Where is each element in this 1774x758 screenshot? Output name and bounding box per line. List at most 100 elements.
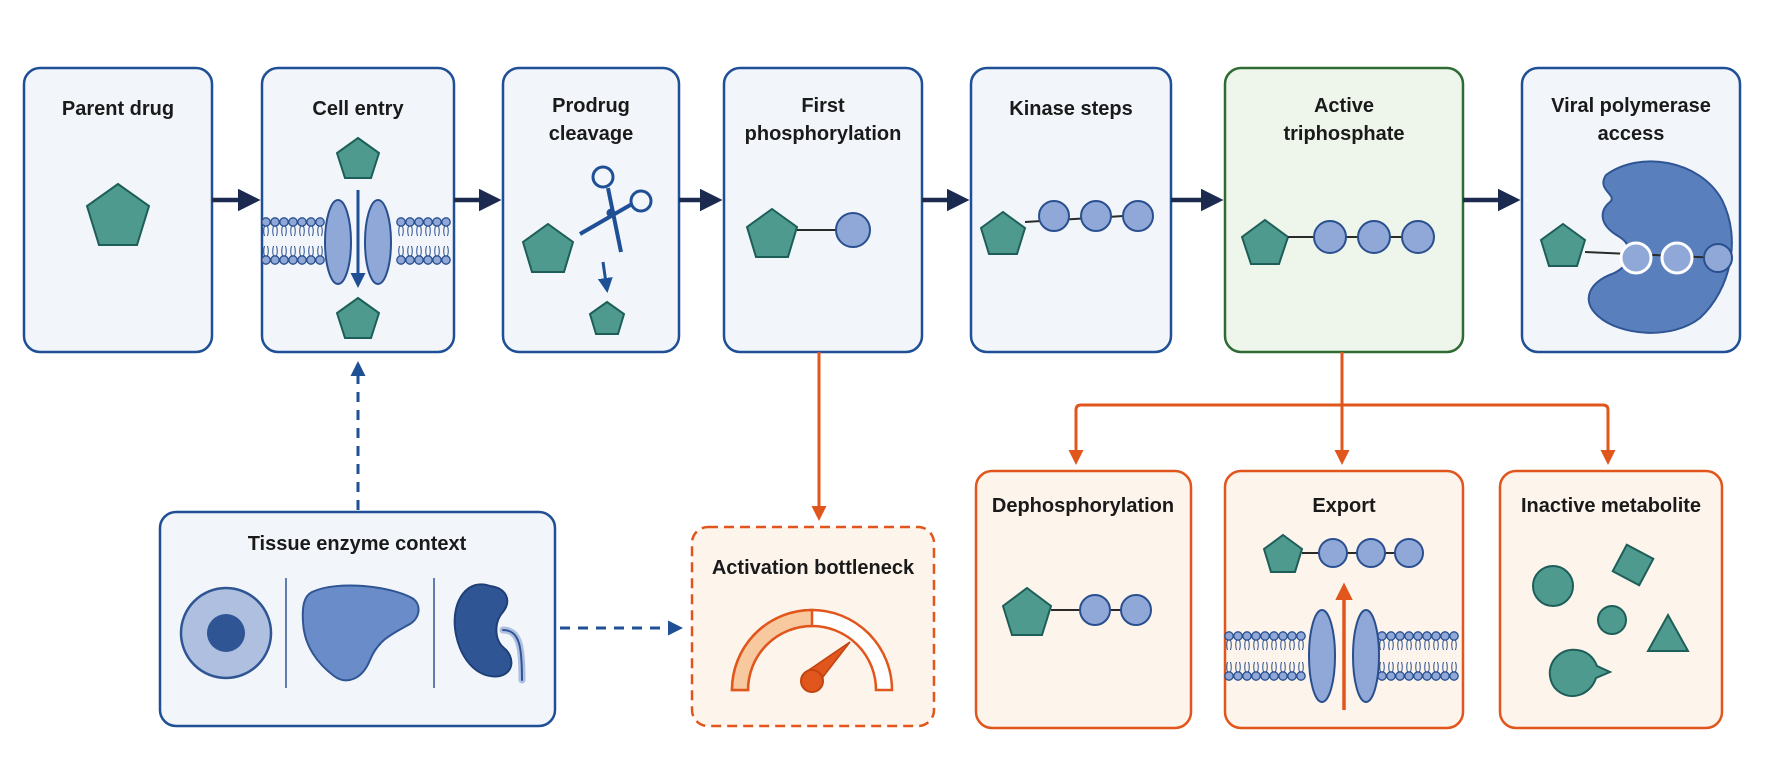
lipid-tail [308, 245, 314, 257]
lipid-tail [1280, 639, 1286, 651]
drug-pentagon-icon [85, 182, 151, 246]
phosphate-bead-icon [1703, 243, 1733, 273]
lipid-tail [1406, 661, 1412, 673]
step-parent-drug: Parent drug [22, 66, 214, 354]
lipid-head [1296, 671, 1306, 681]
lipid-tail [272, 225, 278, 237]
step-prodrug-cleavage: Prodrug cleavage [501, 66, 681, 354]
membrane-bilayer-icon [261, 217, 451, 265]
lipid-tail [1262, 639, 1268, 651]
step-active-triphosphate: Active triphosphate [1223, 66, 1465, 354]
lipid-tail [407, 225, 413, 237]
lipid-tail [1298, 639, 1304, 651]
lipid-tail [1244, 661, 1250, 673]
step-cell-entry: Cell entry [260, 66, 456, 354]
lipid-head [306, 255, 316, 265]
lipid-head [1386, 631, 1396, 641]
lipid-tail [398, 245, 404, 257]
metabolite-circle-icon [1532, 565, 1574, 607]
lipid-head [1278, 631, 1288, 641]
step-label: triphosphate [1283, 123, 1404, 145]
step-label: access [1598, 123, 1665, 145]
lipid-head [432, 255, 442, 265]
lipid-tail [281, 245, 287, 257]
drug-pentagon-icon [745, 207, 799, 258]
lipid-tail [1388, 661, 1394, 673]
fate-dephosphorylation: Dephosphorylation [974, 469, 1193, 730]
lipid-head [1242, 631, 1252, 641]
lipid-tail [416, 225, 422, 237]
bond-line [1584, 251, 1721, 259]
metabolite-small-circle-icon [1597, 605, 1627, 635]
lipid-tail [1280, 661, 1286, 673]
lipid-head [1449, 631, 1459, 641]
lipid-tail [1379, 639, 1385, 651]
lipid-tail [416, 245, 422, 257]
lipid-tail [317, 245, 323, 257]
fate-export: Export [1223, 469, 1465, 730]
lipid-head [396, 217, 406, 227]
membrane-bilayer-icon [1224, 631, 1459, 681]
drug-pentagon-icon [1001, 586, 1053, 636]
lipid-tail [1253, 639, 1259, 651]
lipid-head [1431, 671, 1441, 681]
lipid-head [1422, 631, 1432, 641]
lipid-head [1287, 671, 1297, 681]
lipid-tail [1397, 639, 1403, 651]
kidney-icon [453, 583, 526, 684]
metabolite-drop-icon [1548, 648, 1613, 697]
lipid-tail [299, 245, 305, 257]
lipid-tail [299, 225, 305, 237]
fate-label: Dephosphorylation [992, 495, 1174, 517]
lipid-head [288, 217, 298, 227]
step-label: Parent drug [62, 98, 174, 120]
lipid-tail [281, 225, 287, 237]
lipid-head [405, 217, 415, 227]
step-label: First [801, 95, 845, 117]
lipid-head [288, 255, 298, 265]
tissue-enzyme-context: Tissue enzyme context [158, 510, 557, 728]
lipid-head [1233, 671, 1243, 681]
lipid-head [1251, 671, 1261, 681]
step-label: phosphorylation [745, 123, 902, 145]
lipid-tail [1451, 661, 1457, 673]
lipid-head [405, 255, 415, 265]
lipid-head [270, 255, 280, 265]
lipid-head [306, 217, 316, 227]
lipid-head [1413, 631, 1423, 641]
lipid-head [1260, 671, 1270, 681]
lipid-tail [1253, 661, 1259, 673]
lipid-head [1296, 631, 1306, 641]
lipid-tail [317, 225, 323, 237]
lipid-tail [1442, 639, 1448, 651]
liver-icon [301, 584, 420, 682]
lipid-head [1440, 631, 1450, 641]
step-label: Cell entry [312, 98, 404, 120]
lipid-tail [308, 225, 314, 237]
phosphate-bead-icon [1401, 220, 1435, 254]
bottleneck-label: Activation bottleneck [712, 557, 915, 579]
lipid-tail [425, 225, 431, 237]
lipid-head [279, 217, 289, 227]
lipid-head [432, 217, 442, 227]
phosphate-bead-icon [835, 212, 871, 248]
phosphate-bead-icon [1660, 241, 1694, 275]
lipid-head [315, 255, 325, 265]
phosphate-bead-icon [1120, 594, 1152, 626]
lipid-tail [1271, 661, 1277, 673]
lipid-head [1269, 671, 1279, 681]
lipid-tail [1235, 639, 1241, 651]
lipid-head [1440, 671, 1450, 681]
lipid-head [1395, 631, 1405, 641]
lipid-tail [1397, 661, 1403, 673]
drug-pentagon-icon [335, 136, 381, 179]
transporter-protein-icon [324, 199, 352, 285]
lipid-head [1224, 671, 1234, 681]
lipid-tail [398, 225, 404, 237]
lipid-head [297, 255, 307, 265]
lipid-tail [272, 245, 278, 257]
fate-label: Inactive metabolite [1521, 495, 1701, 517]
step-label: Prodrug [552, 95, 630, 117]
transporter-protein-icon [1352, 609, 1380, 703]
lipid-tail [1433, 661, 1439, 673]
